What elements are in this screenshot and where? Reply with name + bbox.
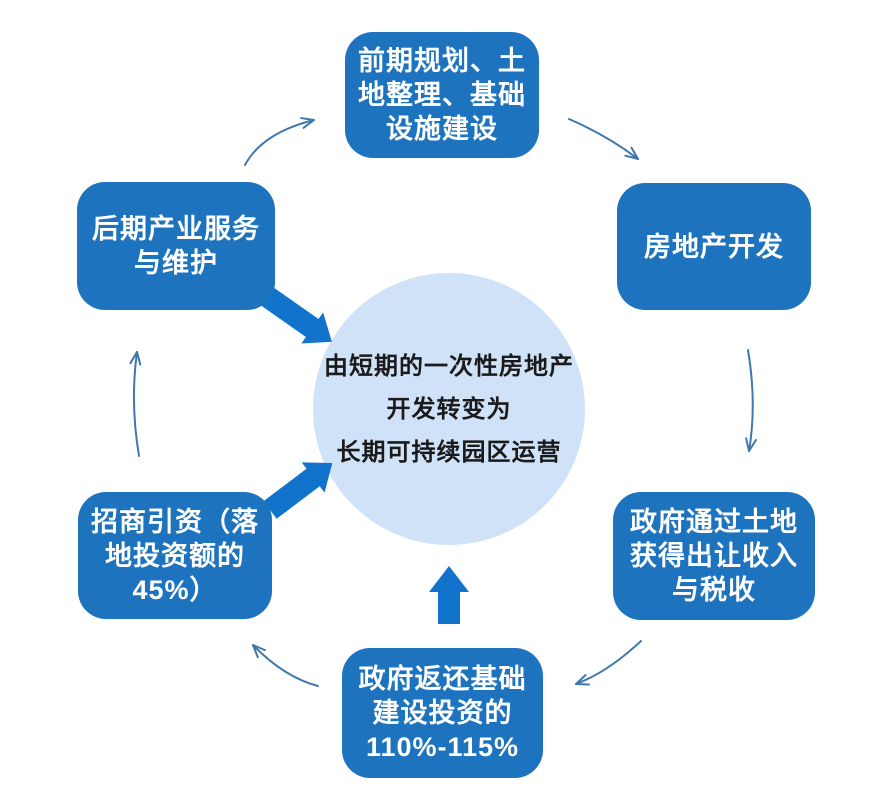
node-industry-service-maintenance-label: 后期产业服务 与维护 [92,214,260,278]
node-early-planning-label: 前期规划、土 地整理、基础 设施建设 [358,46,526,144]
arrow-bottom-to-bottomleft [252,644,319,687]
node-industry-service-maintenance: 后期产业服务 与维护 [77,182,275,310]
node-early-planning: 前期规划、土 地整理、基础 设施建设 [345,32,539,158]
node-real-estate-development-label: 房地产开发 [644,231,784,262]
arrow-bottomleft-to-topleft [129,351,142,457]
node-government-return-investment: 政府返还基础 建设投资的 110%-115% [342,648,543,778]
center-circle: 由短期的一次性房地产 开发转变为 长期可持续园区运营 [313,273,585,545]
node-government-return-investment-label: 政府返还基础 建设投资的 110%-115% [358,664,527,762]
node-government-land-revenue-label: 政府通过土地 获得出让收入 与税收 [630,507,798,605]
node-investment-attraction-label: 招商引资（落 地投资额的 45%） [91,506,259,605]
center-text: 由短期的一次性房地产 开发转变为 长期可持续园区运营 [324,352,574,466]
block-arrow-bottom-to-center [429,566,469,624]
arrow-right-to-bottomright [745,349,757,452]
arrow-topleft-to-top [244,117,315,166]
node-government-land-revenue: 政府通过土地 获得出让收入 与税收 [613,492,815,620]
arrow-bottomright-to-bottom [575,640,642,686]
node-investment-attraction: 招商引资（落 地投资额的 45%） [78,492,272,619]
node-real-estate-development: 房地产开发 [617,183,811,310]
arrow-top-to-right [568,118,639,160]
